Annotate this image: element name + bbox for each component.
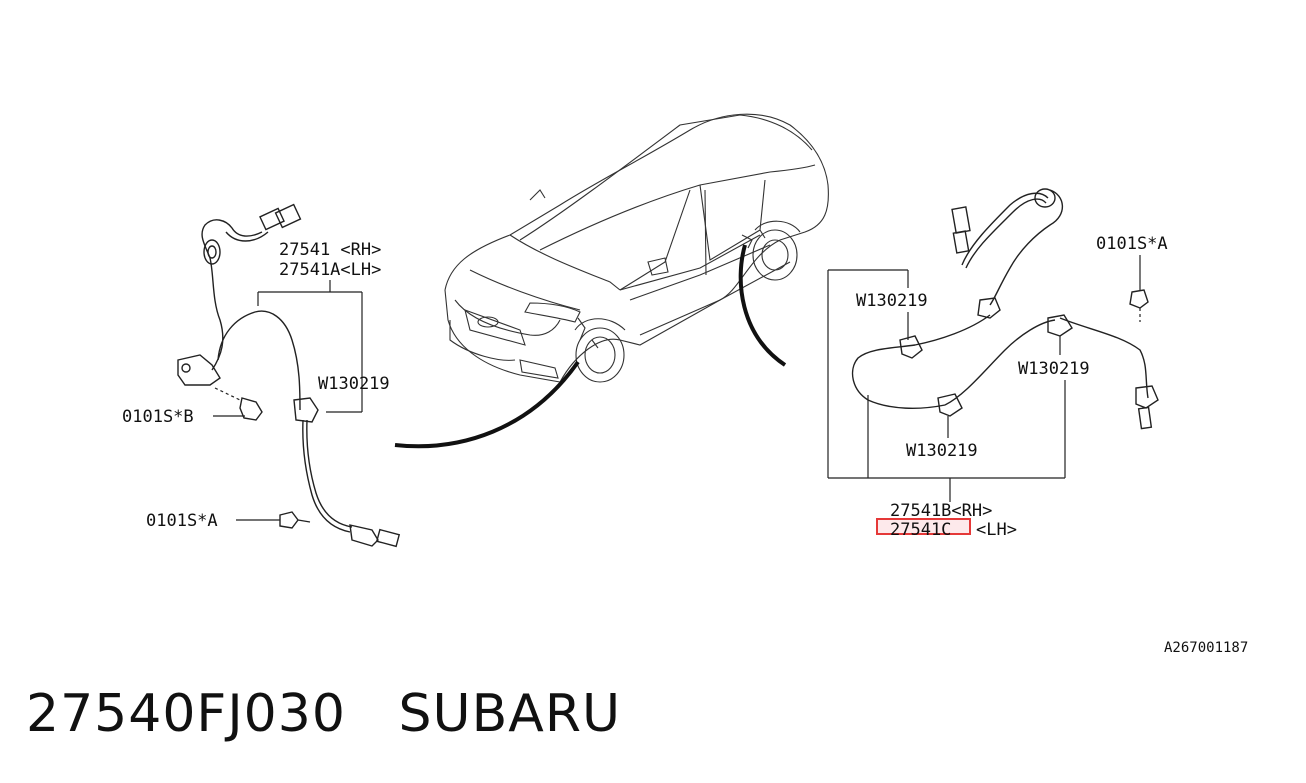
car-illustration (394, 113, 829, 449)
label-left-bolt-b: 0101S*B (122, 407, 194, 427)
label-27541c[interactable]: 27541C (890, 520, 951, 540)
label-right-clip-mid: W130219 (1018, 359, 1090, 379)
label-27541c-lh: <LH> (976, 520, 1017, 540)
label-left-bolt-a: 0101S*A (146, 511, 218, 531)
label-right-clip-bottom: W130219 (906, 441, 978, 461)
part-title: 27540FJ030 SUBARU (26, 684, 621, 744)
diagram-code: A267001187 (1164, 640, 1248, 656)
label-27541b-rh: 27541B<RH> (890, 501, 992, 521)
highlight-box (876, 518, 971, 535)
label-left-clip: W130219 (318, 374, 390, 394)
right-callout-lines (827, 255, 1141, 502)
label-27541-rh: 27541 <RH> (279, 240, 381, 260)
front-abs-sensor-assembly (177, 203, 401, 548)
label-right-bolt-a: 0101S*A (1096, 234, 1168, 254)
part-number: 27540FJ030 (26, 684, 346, 744)
rear-abs-sensor-assembly (851, 188, 1159, 430)
label-right-clip-top: W130219 (856, 291, 928, 311)
label-27541a-lh: 27541A<LH> (279, 260, 381, 280)
left-callout-lines (213, 280, 363, 521)
brand-name: SUBARU (398, 684, 622, 744)
